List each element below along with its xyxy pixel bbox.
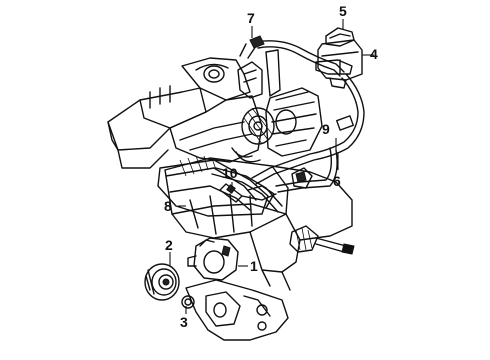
callout-2: 2 <box>165 237 173 253</box>
callout-1: 1 <box>250 258 258 274</box>
callout-3: 3 <box>180 314 188 330</box>
callout-labels: 1 2 3 4 5 6 7 8 9 10 <box>164 3 378 330</box>
steering-shaft <box>289 225 355 255</box>
power-steering-hoses <box>247 40 365 193</box>
callout-8: 8 <box>164 198 172 214</box>
engine-block-assembly <box>107 49 353 291</box>
steering-gear-housing <box>157 155 275 217</box>
callout-10: 10 <box>222 165 238 181</box>
pump-mounting-bracket <box>181 279 289 341</box>
callout-7: 7 <box>247 10 255 26</box>
reservoir-assembly <box>315 27 363 89</box>
upper-line-fitting <box>239 35 265 57</box>
callout-4: 4 <box>370 46 378 62</box>
callout-5: 5 <box>339 3 347 19</box>
power-steering-pump <box>187 237 239 281</box>
leader-lines <box>169 19 374 314</box>
pressure-hose-fitting <box>219 183 277 203</box>
pump-pulley <box>144 263 180 301</box>
callout-9: 9 <box>322 121 330 137</box>
callout-6: 6 <box>333 173 341 189</box>
hose-fittings <box>291 167 313 189</box>
